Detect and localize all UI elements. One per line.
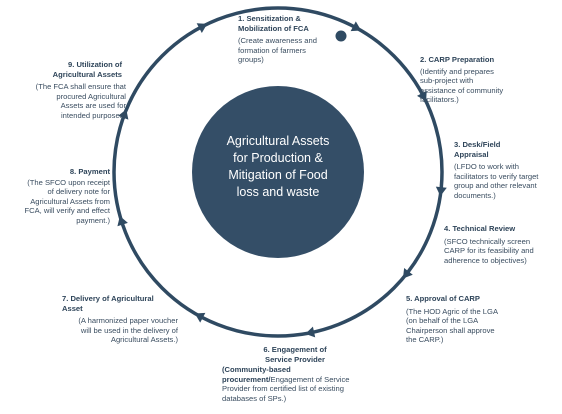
cycle-arrow-4 [402, 268, 413, 279]
ring-arrows [117, 21, 447, 338]
step-9-description: (The FCA shall ensure that procured Agri… [35, 82, 126, 120]
cycle-ring [112, 6, 444, 338]
step-2-description: (Identify and prepares sub-project with … [420, 66, 504, 105]
step-6-title: 6. Engagement of Service Provider [263, 345, 327, 364]
step-1-sensitization: 1. Sensitization & Mobilization of FCA (… [238, 14, 358, 65]
cycle-arrow-6 [194, 312, 206, 323]
step-5-approval-of-carp: 5. Approval of CARP (The HOD Agric of th… [406, 294, 526, 345]
step-6-description: (Community-based procurement/Engagement … [222, 365, 350, 403]
step-3-title: 3. Desk/Field Appraisal [454, 140, 501, 159]
step-3-desk-field-appraisal: 3. Desk/Field Appraisal (LFDO to work wi… [454, 140, 560, 201]
cycle-arrow-5 [305, 326, 316, 338]
step-8-title: 8. Payment [69, 167, 110, 176]
step-1-description: (Create awareness and formation of farme… [238, 36, 317, 65]
center-line-1: Agricultural Assets [226, 134, 330, 148]
step-3-description: (LFDO to work with facilitators to verif… [454, 162, 539, 200]
step-1-title: 1. Sensitization & Mobilization of FCA [238, 14, 309, 33]
step-4-description: (SFCO technically screen CARP for its fe… [444, 236, 534, 265]
step-5-title: 5. Approval of CARP [406, 294, 480, 303]
center-line-4: loss and waste [236, 185, 320, 199]
cycle-arrow-2 [417, 90, 427, 102]
step-4-title: 4. Technical Review [444, 224, 516, 233]
step-6-engagement-of-service-provider: 6. Engagement of Service Provider (Commu… [222, 345, 374, 404]
cycle-arrow-8 [118, 109, 129, 120]
cycle-arrow-1 [350, 21, 362, 32]
center-line-3: Mitigation of Food [228, 168, 328, 182]
step-2-carp-preparation: 2. CARP Preparation (Identify and prepar… [420, 55, 540, 105]
step-4-technical-review: 4. Technical Review (SFCO technically sc… [444, 224, 560, 265]
step-2-title: 2. CARP Preparation [420, 55, 495, 64]
step-9-title: 9. Utilization of Agricultural Assets [52, 60, 122, 79]
step-5-description: (The HOD Agric of the LGA (on behalf of … [406, 306, 499, 345]
ring-start-dot [335, 30, 347, 42]
step-7-delivery-of-agricultural-asset: 7. Delivery of Agricultural Asset (A har… [46, 294, 178, 345]
step-8-payment: 8. Payment (The SFCO upon receipt of del… [8, 167, 110, 226]
step-8-description: (The SFCO upon receipt of delivery note … [24, 177, 110, 225]
step-7-description: (A harmonized paper voucher will be used… [78, 316, 178, 345]
step-9-utilization-of-agricultural-assets: 9. Utilization of Agricultural Assets (T… [8, 60, 126, 121]
center-circle [192, 86, 364, 258]
step-7-title: 7. Delivery of Agricultural Asset [62, 294, 154, 313]
cycle-arrow-7 [117, 216, 128, 227]
center-label: Agricultural Assets for Production & Mit… [196, 133, 360, 201]
center-line-2: for Production & [233, 151, 323, 165]
cycle-arrow-9 [196, 23, 208, 33]
cycle-arrow-3 [435, 186, 447, 197]
